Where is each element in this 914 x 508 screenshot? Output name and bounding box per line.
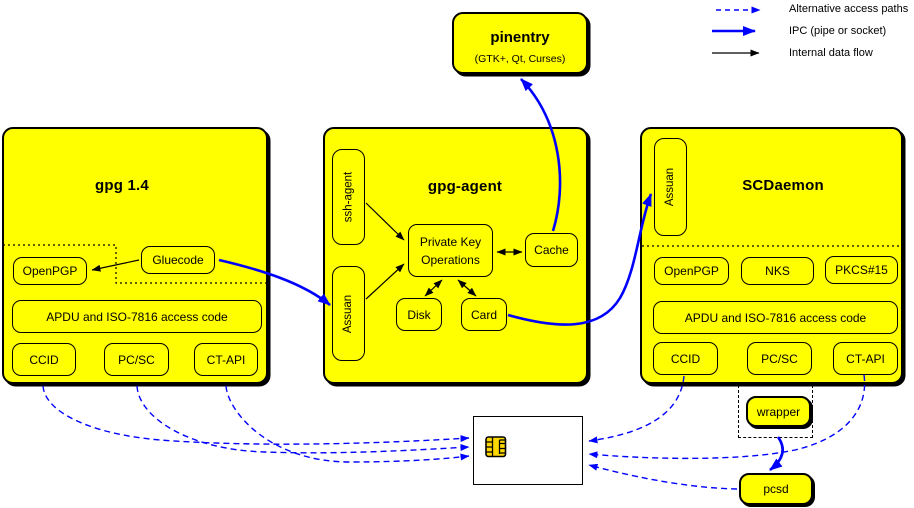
scdaemon-openpgp-box: OpenPGP <box>654 257 729 285</box>
scdaemon-ccid-box: CCID <box>653 342 718 375</box>
legend-label-internal-data-flow: Internal data flow <box>789 47 873 59</box>
gpg14-openpgp-box: OpenPGP <box>13 257 87 285</box>
gpg14-gluecode-box: Gluecode <box>141 246 215 274</box>
cache-box: Cache <box>525 233 578 267</box>
scdaemon-assuan-box: Assuan <box>654 138 687 236</box>
smartcard-icon <box>473 416 583 485</box>
alt-scdaemon-ctapi-to-card <box>588 374 866 460</box>
alt-gpg14-ctapi-to-card <box>225 385 470 463</box>
pko-line2: Operations <box>421 252 480 267</box>
gpg-agent-assuan-box: Assuan <box>332 266 365 361</box>
alt-gpg14-ccid-to-card <box>42 385 470 445</box>
scdaemon-nks-box: NKS <box>741 257 814 285</box>
pinentry-subtitle: (GTK+, Qt, Curses) <box>474 53 566 65</box>
wrapper-box: wrapper <box>746 396 811 427</box>
scdaemon-pcsc-box: PC/SC <box>747 342 812 375</box>
gpg14-ctapi-box: CT-API <box>194 343 258 376</box>
gpg-agent-ssh-agent-box: ssh-agent <box>332 149 365 245</box>
chip-icon <box>485 436 507 458</box>
alt-gpg14-pcsc-to-card <box>136 385 470 454</box>
legend-label-alternative-access: Alternative access paths <box>789 3 909 15</box>
scdaemon-title: SCDaemon <box>742 177 824 194</box>
alt-pcsd-to-card <box>588 463 738 490</box>
private-key-operations-box: Private Key Operations <box>408 224 493 277</box>
pko-line1: Private Key <box>419 234 482 249</box>
legend-label-ipc: IPC (pipe or socket) <box>789 25 887 37</box>
pcsd-box: pcsd <box>739 473 813 505</box>
gpg14-ccid-box: CCID <box>12 343 76 376</box>
ipc-wrapper-to-pcsd <box>769 436 784 472</box>
card-box: Card <box>461 298 507 331</box>
alt-scdaemon-ccid-to-card <box>588 375 685 444</box>
scdaemon-apdu-box: APDU and ISO-7816 access code <box>653 301 898 334</box>
pinentry-title: pinentry <box>490 29 550 46</box>
gpg14-pcsc-box: PC/SC <box>104 343 169 376</box>
pinentry-box <box>452 12 588 74</box>
gpg14-title: gpg 1.4 <box>95 177 149 194</box>
scdaemon-ctapi-box: CT-API <box>833 342 898 375</box>
gpg-agent-title: gpg-agent <box>427 178 503 195</box>
disk-box: Disk <box>396 298 442 331</box>
scdaemon-pkcs15-box: PKCS#15 <box>825 256 898 284</box>
gpg14-apdu-box: APDU and ISO-7816 access code <box>12 300 262 333</box>
